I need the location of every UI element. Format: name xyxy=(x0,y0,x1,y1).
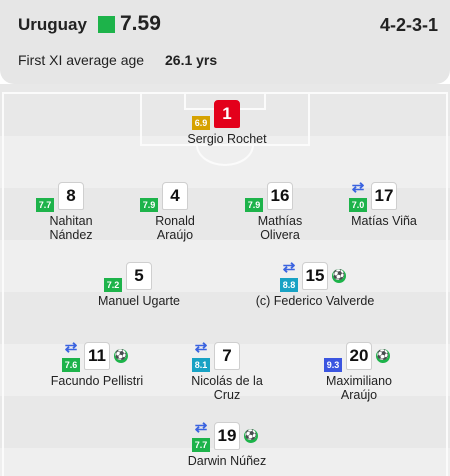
player-rating: 7.9 xyxy=(245,198,263,212)
shirt-number: 11 xyxy=(84,342,110,370)
shirt-number: 20 xyxy=(346,342,372,370)
penalty-box xyxy=(140,92,310,146)
player-rating: 8.1 xyxy=(192,358,210,372)
team-header: Uruguay 7.59 4-2-3-1 First XI average ag… xyxy=(0,0,450,84)
substitution-icon: ⇄ xyxy=(351,179,365,196)
football-icon: ⚽ xyxy=(332,269,346,283)
player-rating: 9.3 xyxy=(324,358,342,372)
substitution-icon: ⇄ xyxy=(282,259,296,276)
player-name: (c) Federico Valverde xyxy=(255,294,375,308)
player-rating: 7.7 xyxy=(192,438,210,452)
average-age-label: First XI average age xyxy=(18,52,145,68)
player-name: Sergio Rochet xyxy=(187,132,267,146)
player-name: Manuel Ugarte xyxy=(98,294,180,308)
shirt-number: 19 xyxy=(214,422,240,450)
shirt-number: 17 xyxy=(371,182,397,210)
player-rating: 6.9 xyxy=(192,116,210,130)
player-rating: 7.9 xyxy=(140,198,158,212)
shirt-number: 7 xyxy=(214,342,240,370)
football-icon: ⚽ xyxy=(114,349,128,363)
player-rating: 7.6 xyxy=(62,358,80,372)
player-name: Darwin Núñez xyxy=(187,454,267,468)
shirt-number: 5 xyxy=(126,262,152,290)
football-icon: ⚽ xyxy=(244,429,258,443)
team-rating: 7.59 xyxy=(120,12,161,35)
player-name: Matías Viña xyxy=(351,214,417,228)
team-name: Uruguay xyxy=(18,15,87,34)
formation: 4-2-3-1 xyxy=(379,15,438,35)
substitution-icon: ⇄ xyxy=(194,419,208,436)
shirt-number: 16 xyxy=(267,182,293,210)
pitch-boundary xyxy=(2,92,448,476)
player-name: Facundo Pellistri xyxy=(50,374,144,388)
team-rating-indicator xyxy=(98,16,115,33)
player-rating: 8.8 xyxy=(280,278,298,292)
shirt-number: 15 xyxy=(302,262,328,290)
substitution-icon: ⇄ xyxy=(194,339,208,356)
shirt-number: 1 xyxy=(214,100,240,128)
average-age-value: 26.1 yrs xyxy=(165,52,218,68)
player-rating: 7.2 xyxy=(104,278,122,292)
shirt-number: 4 xyxy=(162,182,188,210)
shirt-number: 8 xyxy=(58,182,84,210)
football-icon: ⚽ xyxy=(376,349,390,363)
player-rating: 7.0 xyxy=(349,198,367,212)
player-rating: 7.7 xyxy=(36,198,54,212)
substitution-icon: ⇄ xyxy=(64,339,78,356)
